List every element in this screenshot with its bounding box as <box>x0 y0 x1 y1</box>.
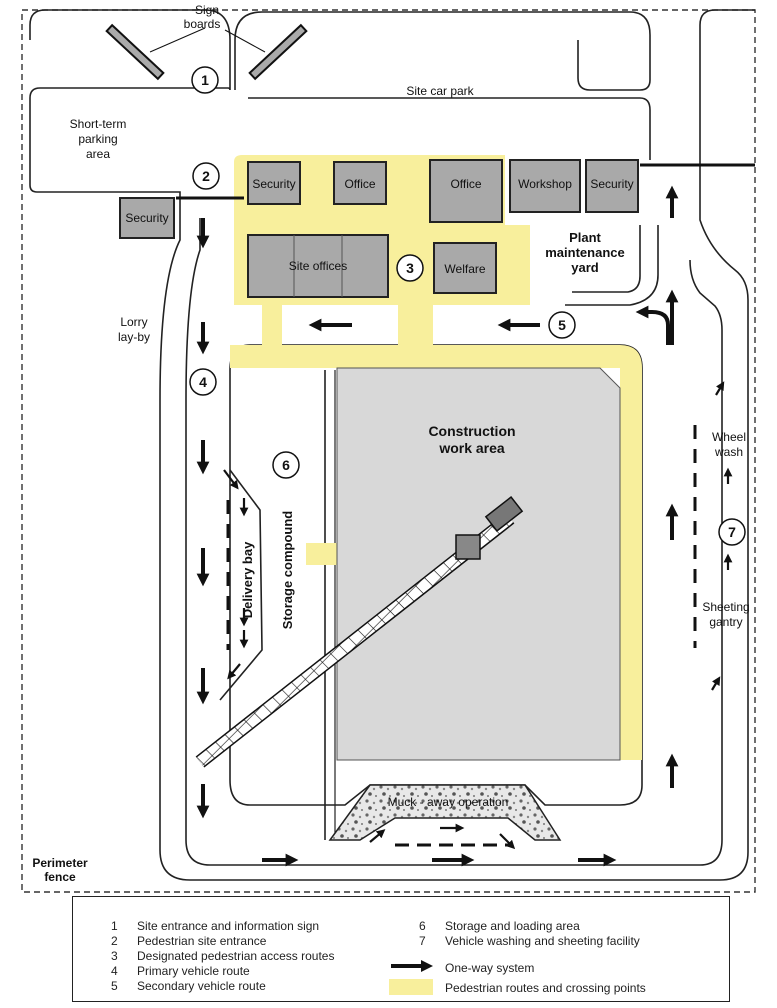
welfare-building <box>433 242 497 294</box>
office-building-1 <box>333 161 387 205</box>
svg-text:Storage compound: Storage compound <box>280 511 295 630</box>
building-labels: Security Office Office Workshop Security… <box>125 177 633 276</box>
svg-text:1: 1 <box>201 72 209 88</box>
sign-board-right <box>248 23 308 81</box>
svg-text:3: 3 <box>406 260 414 276</box>
one-way-arrows <box>196 185 679 867</box>
marker-6: 6 <box>272 451 300 479</box>
svg-text:Security: Security <box>252 177 295 191</box>
svg-text:maintenance: maintenance <box>545 245 624 260</box>
svg-text:7: 7 <box>728 524 736 540</box>
construction-work-area <box>336 367 621 761</box>
svg-text:Security: Security <box>590 177 633 191</box>
svg-text:Sign: Sign <box>195 3 219 17</box>
legend-one-way: One-way system <box>445 961 535 975</box>
security-gate-building <box>119 197 175 239</box>
marker-4: 4 <box>189 368 217 396</box>
marker-5: 5 <box>548 311 576 339</box>
marker-1: 1 <box>191 66 219 94</box>
svg-text:4: 4 <box>199 374 207 390</box>
svg-text:Short-term: Short-term <box>70 117 127 131</box>
office-building-2 <box>429 159 503 223</box>
workshop-building <box>509 159 581 213</box>
svg-text:Sheeting: Sheeting <box>702 600 749 614</box>
marker-7: 7 <box>718 518 746 546</box>
marker-3: 3 <box>396 254 424 282</box>
security-building-2 <box>585 159 639 213</box>
area-labels: Sign boards Site car park Short-term par… <box>32 3 749 884</box>
svg-text:gantry: gantry <box>709 615 742 629</box>
svg-text:Office: Office <box>344 177 375 191</box>
delivery-bay-outline <box>219 469 263 701</box>
legend-pedestrian-swatch <box>389 979 433 995</box>
svg-text:lay-by: lay-by <box>118 330 150 344</box>
muck-away-area <box>328 784 562 841</box>
svg-text:Lorry: Lorry <box>120 315 147 329</box>
svg-text:5: 5 <box>558 317 566 333</box>
svg-text:Workshop: Workshop <box>518 177 572 191</box>
svg-text:Perimeter: Perimeter <box>32 856 88 870</box>
svg-text:yard: yard <box>571 260 599 275</box>
secondary-arrows <box>223 381 733 850</box>
buildings <box>119 159 639 298</box>
svg-text:parking: parking <box>78 132 117 146</box>
security-building-1 <box>247 161 301 205</box>
svg-text:Office: Office <box>450 177 481 191</box>
site-layout-diagram: 1 2 3 4 5 6 7 Security Office Office Wor… <box>21 3 756 893</box>
perimeter-fence <box>21 9 756 893</box>
svg-text:6: 6 <box>282 457 290 473</box>
svg-text:Wheel: Wheel <box>712 430 746 444</box>
svg-text:Site offices: Site offices <box>289 259 347 273</box>
svg-text:2: 2 <box>202 168 210 184</box>
legend-pedestrian: Pedestrian routes and crossing points <box>445 981 646 995</box>
road-outlines <box>29 9 755 881</box>
tower-crane <box>195 496 524 768</box>
svg-text:Muck - away operation: Muck - away operation <box>388 795 509 809</box>
svg-text:Welfare: Welfare <box>444 262 485 276</box>
svg-text:Site car park: Site car park <box>406 84 474 98</box>
svg-text:Plant: Plant <box>569 230 601 245</box>
svg-text:wash: wash <box>714 445 743 459</box>
svg-text:area: area <box>86 147 110 161</box>
svg-text:boards: boards <box>184 17 221 31</box>
svg-text:Delivery bay: Delivery bay <box>240 541 255 618</box>
svg-text:Construction: Construction <box>428 423 515 439</box>
site-offices-building <box>247 234 389 298</box>
legend-one-way-arrow-icon <box>391 960 433 972</box>
marker-2: 2 <box>192 162 220 190</box>
svg-text:fence: fence <box>44 870 76 884</box>
svg-text:work area: work area <box>438 440 505 456</box>
sign-board-left <box>105 23 165 81</box>
svg-text:Security: Security <box>125 211 168 225</box>
markers: 1 2 3 4 5 6 7 <box>189 66 746 546</box>
